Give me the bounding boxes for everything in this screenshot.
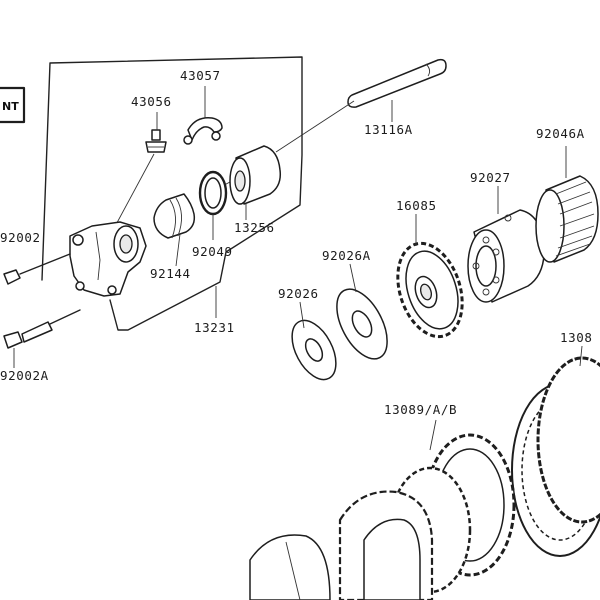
label-92144: 92144 bbox=[150, 266, 191, 281]
piston-13256 bbox=[229, 145, 282, 205]
bleed-screw-43056 bbox=[145, 129, 167, 153]
bolt-92002 bbox=[3, 253, 71, 285]
label-43057: 43057 bbox=[180, 68, 221, 83]
assembly-box-outline bbox=[41, 56, 303, 331]
label-1308: 1308 bbox=[560, 330, 593, 345]
corner-badge: NT bbox=[0, 86, 26, 124]
clutch-hub bbox=[249, 490, 434, 600]
slave-cylinder-body bbox=[69, 221, 147, 297]
label-92046A: 92046A bbox=[536, 126, 585, 141]
label-43056: 43056 bbox=[131, 94, 172, 109]
corner-badge-text: NT bbox=[2, 100, 19, 113]
label-13231: 13231 bbox=[194, 320, 235, 335]
bolt-92002A bbox=[3, 309, 81, 349]
label-16085: 16085 bbox=[396, 198, 437, 213]
screw-leader bbox=[111, 153, 155, 233]
boot-92144 bbox=[153, 193, 196, 239]
leader-lines bbox=[13, 86, 583, 451]
label-92026: 92026 bbox=[278, 286, 319, 301]
washer-92026 bbox=[291, 319, 337, 381]
bearing-housing-92027 bbox=[467, 209, 545, 303]
push-rod bbox=[347, 58, 447, 108]
clutch-plates bbox=[388, 356, 600, 594]
ring-92049 bbox=[198, 170, 228, 216]
label-92026A: 92026A bbox=[322, 248, 371, 263]
label-13116A: 13116A bbox=[364, 122, 413, 137]
clip-43057 bbox=[183, 117, 223, 145]
needle-bearing-92046A bbox=[535, 175, 599, 263]
washer-92026A bbox=[336, 288, 388, 360]
label-92027: 92027 bbox=[470, 170, 511, 185]
axis-line-upper bbox=[275, 100, 355, 153]
gear-16085 bbox=[396, 241, 464, 339]
label-13256: 13256 bbox=[234, 220, 275, 235]
label-92002: 92002 bbox=[0, 230, 41, 245]
label-92049: 92049 bbox=[192, 244, 233, 259]
label-13089AB: 13089/A/B bbox=[384, 402, 457, 417]
label-92002A: 92002A bbox=[0, 368, 49, 383]
